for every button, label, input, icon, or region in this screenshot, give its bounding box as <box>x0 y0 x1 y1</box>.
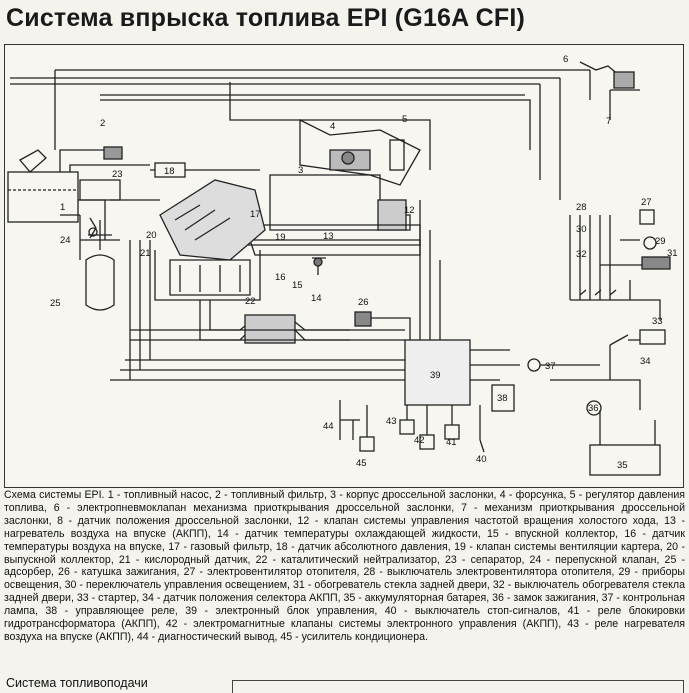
label-41: 41 <box>446 437 457 448</box>
label-23: 23 <box>112 169 123 180</box>
label-18: 18 <box>164 166 175 177</box>
label-20: 20 <box>146 230 157 241</box>
label-15: 15 <box>292 280 303 291</box>
label-2: 2 <box>100 118 105 129</box>
label-14: 14 <box>311 293 322 304</box>
label-26: 26 <box>358 297 369 308</box>
label-24: 24 <box>60 235 71 246</box>
label-22: 22 <box>245 296 256 307</box>
label-34: 34 <box>640 356 651 367</box>
label-30: 30 <box>576 224 587 235</box>
label-19: 19 <box>275 232 286 243</box>
label-36: 36 <box>588 403 599 414</box>
label-31: 31 <box>667 248 678 259</box>
label-1: 1 <box>60 202 65 213</box>
label-12: 12 <box>404 205 415 216</box>
label-38: 38 <box>497 393 508 404</box>
epi-system-diagram: 1 2 3 4 5 6 7 12 13 14 15 16 17 18 19 20… <box>7 54 678 476</box>
label-45: 45 <box>356 458 367 469</box>
label-25: 25 <box>50 298 61 309</box>
label-37: 37 <box>545 361 556 372</box>
diagram-frame <box>4 44 684 488</box>
section-heading: Система топливоподачи <box>6 676 148 690</box>
label-43: 43 <box>386 416 397 427</box>
label-4: 4 <box>330 121 335 132</box>
label-27: 27 <box>641 197 652 208</box>
diagram-caption: Схема системы EPI. 1 - топливный насос, … <box>4 489 685 643</box>
label-33: 33 <box>652 316 663 327</box>
label-35: 35 <box>617 460 628 471</box>
label-44: 44 <box>323 421 334 432</box>
label-21: 21 <box>140 248 151 259</box>
label-29: 29 <box>655 236 666 247</box>
label-3: 3 <box>298 165 303 176</box>
label-7: 7 <box>606 116 611 127</box>
label-39: 39 <box>430 370 441 381</box>
label-40: 40 <box>476 454 487 465</box>
label-6: 6 <box>563 54 568 65</box>
label-28: 28 <box>576 202 587 213</box>
label-13: 13 <box>323 231 334 242</box>
label-16: 16 <box>275 272 286 283</box>
label-32: 32 <box>576 249 587 260</box>
label-42: 42 <box>414 435 425 446</box>
next-figure-frame <box>232 680 684 693</box>
page-title: Система впрыска топлива EPI (G16A CFI) <box>6 4 526 32</box>
label-5: 5 <box>402 114 407 125</box>
label-17: 17 <box>250 209 261 220</box>
